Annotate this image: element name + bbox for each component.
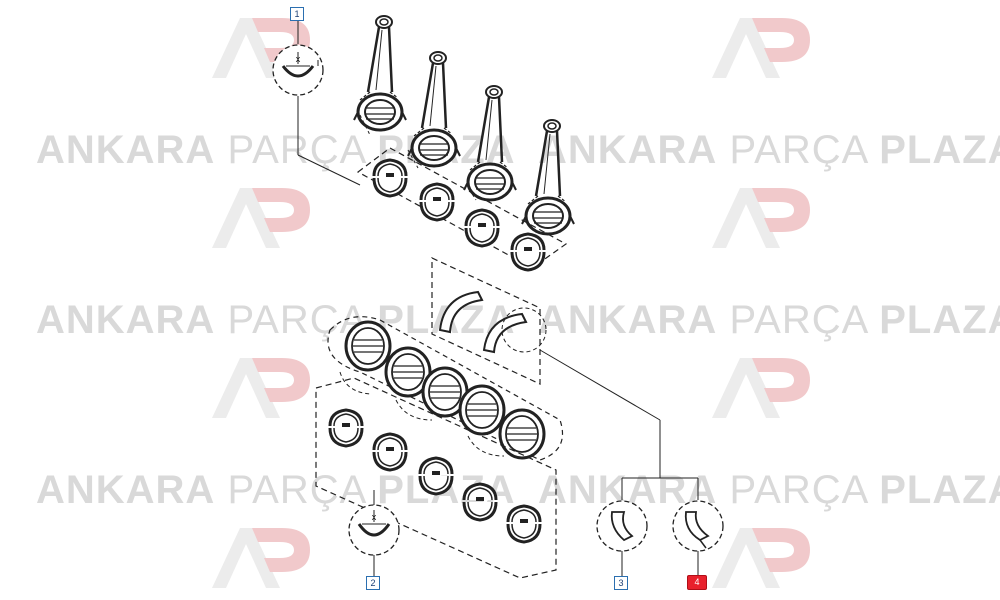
watermark-brand-strong: ANKARA	[538, 298, 718, 342]
lower-bearing-detail	[348, 490, 400, 576]
watermark-brand-strong: ANKARA	[36, 298, 216, 342]
watermark-brand-light: PARÇA	[729, 298, 868, 342]
watermark-brand-strong: ANKARA	[36, 128, 216, 172]
callout-1[interactable]: 1	[290, 7, 304, 21]
callout-2[interactable]: 2	[366, 576, 380, 590]
connecting-rods	[352, 14, 576, 236]
crankshaft	[327, 316, 564, 461]
callout-4-selected[interactable]: 4	[687, 575, 707, 590]
callout-3[interactable]: 3	[614, 576, 628, 590]
main-bearing-set	[315, 377, 557, 579]
detail-x-mark-upper: x	[296, 54, 301, 64]
watermark-brand-light: PARÇA	[227, 298, 366, 342]
watermark-brand-strong: ANKARA	[538, 128, 718, 172]
conrod-bearing-set	[356, 147, 568, 272]
watermark-brand-light: PARÇA	[729, 468, 868, 512]
detail-x-mark-lower: x	[372, 512, 377, 522]
upper-bearing-detail	[272, 20, 361, 186]
thrust-washer-set	[431, 257, 661, 421]
watermark-brand-light: PARÇA	[227, 128, 366, 172]
thrust-washer-details	[596, 420, 724, 576]
watermark-brand-light: PARÇA	[729, 128, 868, 172]
watermark-brand-strong: ANKARA	[36, 468, 216, 512]
watermark-brand-light: PARÇA	[227, 468, 366, 512]
